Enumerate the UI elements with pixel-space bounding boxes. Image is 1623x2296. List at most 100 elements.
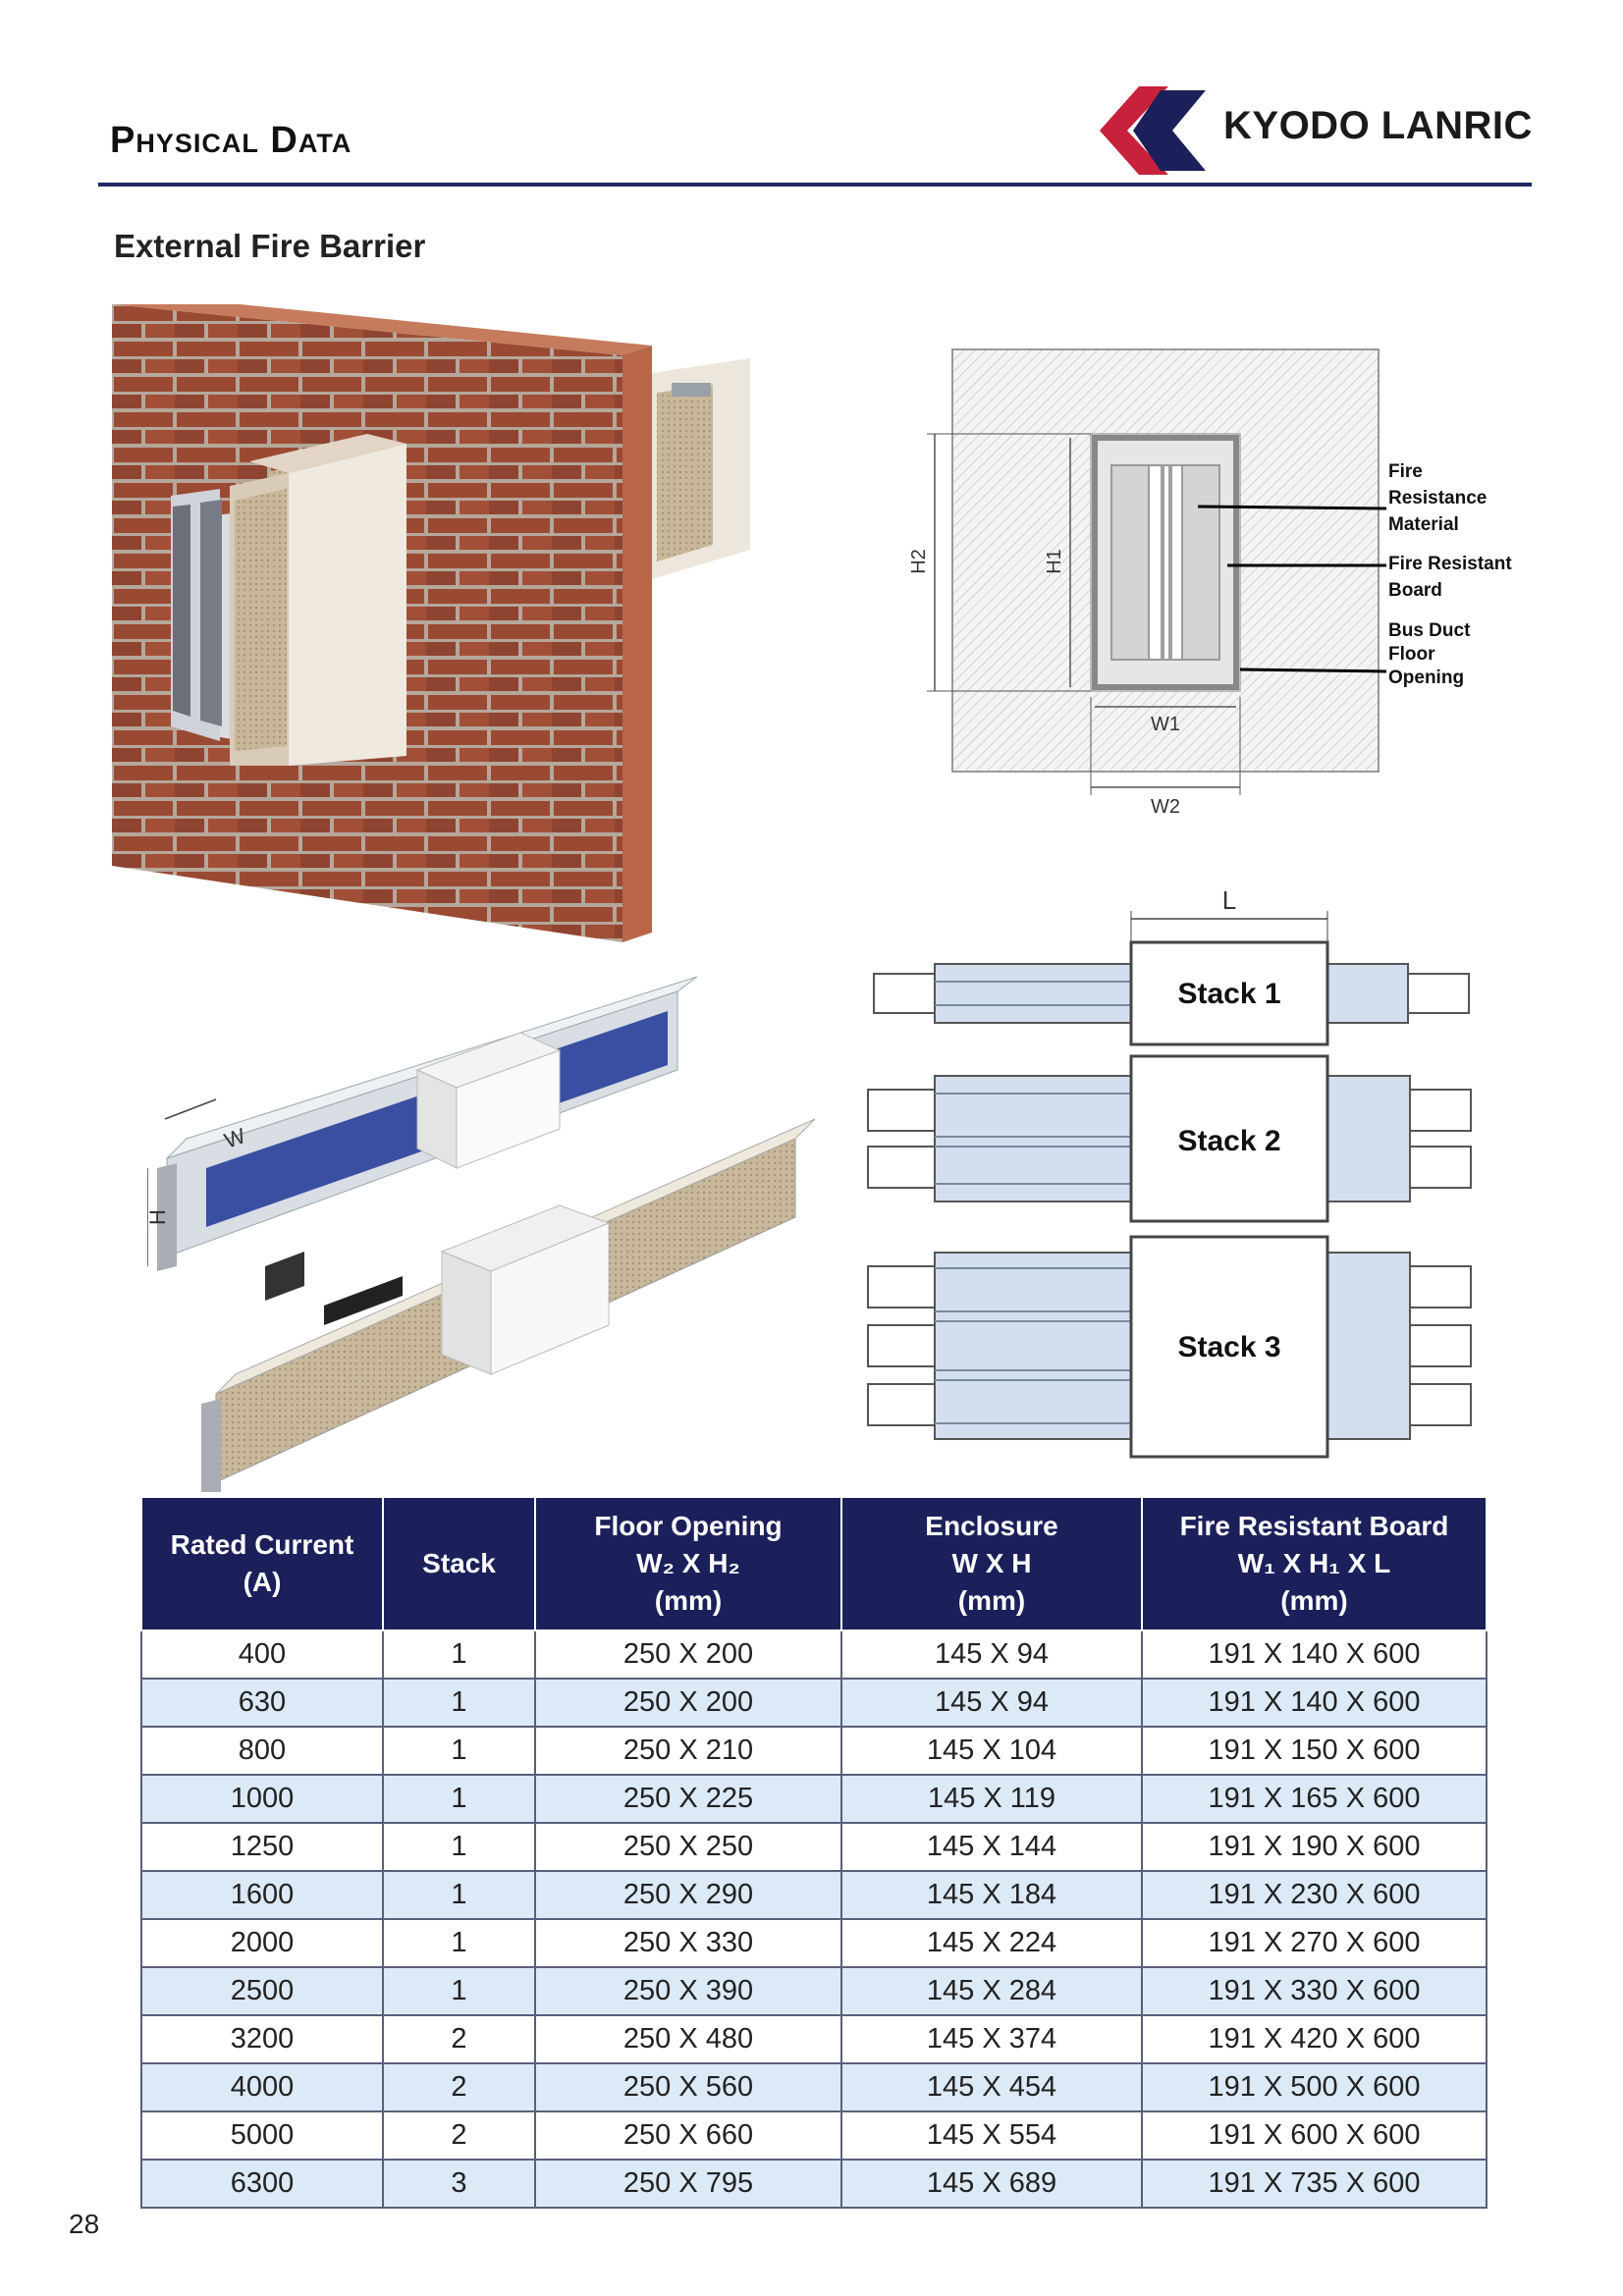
cell-stack: 1 — [382, 1629, 536, 1680]
brand-logo-icon — [1100, 86, 1206, 175]
stack-1-diagram: Stack 1 — [873, 940, 1470, 1046]
w1-label: W1 — [1151, 714, 1180, 735]
header-rated-current: Rated Current (A) — [140, 1496, 384, 1631]
h2-label: H2 — [908, 549, 930, 574]
cell-floor-opening: 250 X 660 — [534, 2110, 842, 2161]
cell-rated-current: 800 — [140, 1726, 384, 1776]
cell-rated-current: 1600 — [140, 1870, 384, 1920]
bus-duct-floor-opening-label-1: Bus Duct — [1388, 620, 1471, 641]
cell-fire-resistant-board: 191 X 500 X 600 — [1141, 2062, 1488, 2112]
cell-fire-resistant-board: 191 X 150 X 600 — [1141, 1726, 1488, 1776]
floor-opening-diagram: H2 H1 W1 W2 Fire Resistance Material Fir… — [908, 348, 1512, 818]
cell-fire-resistant-board: 191 X 140 X 600 — [1141, 1678, 1488, 1728]
stack-3-label: Stack 3 — [1177, 1331, 1280, 1363]
cell-enclosure: 145 X 454 — [840, 2062, 1143, 2112]
length-l-label: L — [1222, 885, 1236, 915]
cell-enclosure: 145 X 689 — [840, 2159, 1143, 2209]
cell-enclosure: 145 X 554 — [840, 2110, 1143, 2161]
header-enclosure: Enclosure W X H (mm) — [840, 1496, 1143, 1631]
stack-3-diagram: Stack 3 — [867, 1235, 1472, 1459]
cell-fire-resistant-board: 191 X 165 X 600 — [1141, 1774, 1488, 1824]
stack-2-diagram: Stack 2 — [867, 1054, 1472, 1223]
cell-rated-current: 630 — [140, 1678, 384, 1728]
cell-floor-opening: 250 X 480 — [534, 2014, 842, 2064]
cell-stack: 1 — [382, 1918, 536, 1968]
stack-2-label: Stack 2 — [1177, 1125, 1280, 1157]
fire-resistant-board-label-2: Board — [1388, 580, 1442, 601]
cell-stack: 1 — [382, 1726, 536, 1776]
busway-h-label: H — [147, 1209, 170, 1225]
cell-stack: 1 — [382, 1678, 536, 1728]
cell-fire-resistant-board: 191 X 330 X 600 — [1141, 1966, 1488, 2016]
cell-rated-current: 2500 — [140, 1966, 384, 2016]
brand-name: KYODO LANRIC — [1223, 104, 1533, 147]
fire-resistance-material-label-2: Resistance — [1388, 488, 1487, 508]
fire-resistant-board-label-1: Fire Resistant — [1388, 554, 1512, 574]
cell-floor-opening: 250 X 200 — [534, 1629, 842, 1680]
cell-stack: 1 — [382, 1966, 536, 2016]
header-floor-opening: Floor Opening W₂ X H₂ (mm) — [534, 1496, 842, 1631]
table-header-row: Rated Current (A) Stack Floor Opening W₂… — [140, 1496, 1488, 1631]
fire-resistance-material-label-3: Material — [1388, 514, 1459, 535]
cell-enclosure: 145 X 94 — [840, 1629, 1143, 1680]
section-title: External Fire Barrier — [114, 228, 426, 264]
cell-enclosure: 145 X 144 — [840, 1822, 1143, 1872]
cell-floor-opening: 250 X 225 — [534, 1774, 842, 1824]
stack-configurations-diagram: L Stack 1 Stack 2 — [867, 885, 1472, 1459]
cell-enclosure: 145 X 184 — [840, 1870, 1143, 1920]
cell-fire-resistant-board: 191 X 735 X 600 — [1141, 2159, 1488, 2209]
fire-resistance-material-label-1: Fire — [1388, 461, 1423, 482]
cell-rated-current: 3200 — [140, 2014, 384, 2064]
cell-floor-opening: 250 X 330 — [534, 1918, 842, 1968]
cell-rated-current: 6300 — [140, 2159, 384, 2209]
cell-enclosure: 145 X 284 — [840, 1966, 1143, 2016]
cell-fire-resistant-board: 191 X 600 X 600 — [1141, 2110, 1488, 2161]
page-number: 28 — [69, 2209, 100, 2239]
cell-stack: 1 — [382, 1774, 536, 1824]
bus-duct-floor-opening-label-2: Floor — [1388, 644, 1435, 665]
cell-rated-current: 4000 — [140, 2062, 384, 2112]
cell-stack: 2 — [382, 2110, 536, 2161]
cell-floor-opening: 250 X 210 — [534, 1726, 842, 1776]
cell-rated-current: 1000 — [140, 1774, 384, 1824]
busway-fire-barrier-illustration: W H — [147, 976, 816, 1492]
cell-fire-resistant-board: 191 X 140 X 600 — [1141, 1629, 1488, 1680]
bus-duct-floor-opening-label-3: Opening — [1388, 667, 1464, 688]
header-fire-resistant-board: Fire Resistant Board W₁ X H₁ X L (mm) — [1141, 1496, 1488, 1631]
h1-label: H1 — [1044, 549, 1065, 574]
cell-fire-resistant-board: 191 X 270 X 600 — [1141, 1918, 1488, 1968]
cell-stack: 3 — [382, 2159, 536, 2209]
cell-floor-opening: 250 X 250 — [534, 1822, 842, 1872]
cell-rated-current: 2000 — [140, 1918, 384, 1968]
cell-floor-opening: 250 X 200 — [534, 1678, 842, 1728]
page-title: Physical Data — [110, 120, 352, 161]
header-stack: Stack — [382, 1496, 536, 1631]
cell-rated-current: 1250 — [140, 1822, 384, 1872]
header-rule — [98, 183, 1532, 187]
stack-1-label: Stack 1 — [1177, 978, 1280, 1010]
cell-enclosure: 145 X 94 — [840, 1678, 1143, 1728]
cell-fire-resistant-board: 191 X 190 X 600 — [1141, 1822, 1488, 1872]
cell-enclosure: 145 X 104 — [840, 1726, 1143, 1776]
cell-floor-opening: 250 X 795 — [534, 2159, 842, 2209]
cell-stack: 1 — [382, 1822, 536, 1872]
cell-rated-current: 5000 — [140, 2110, 384, 2161]
wall-penetration-illustration — [112, 304, 750, 942]
cell-enclosure: 145 X 224 — [840, 1918, 1143, 1968]
cell-floor-opening: 250 X 560 — [534, 2062, 842, 2112]
cell-stack: 2 — [382, 2014, 536, 2064]
cell-rated-current: 400 — [140, 1629, 384, 1680]
fire-barrier-spec-table: Rated Current (A) Stack Floor Opening W₂… — [140, 1496, 1488, 2209]
cell-stack: 2 — [382, 2062, 536, 2112]
cell-stack: 1 — [382, 1870, 536, 1920]
cell-floor-opening: 250 X 290 — [534, 1870, 842, 1920]
